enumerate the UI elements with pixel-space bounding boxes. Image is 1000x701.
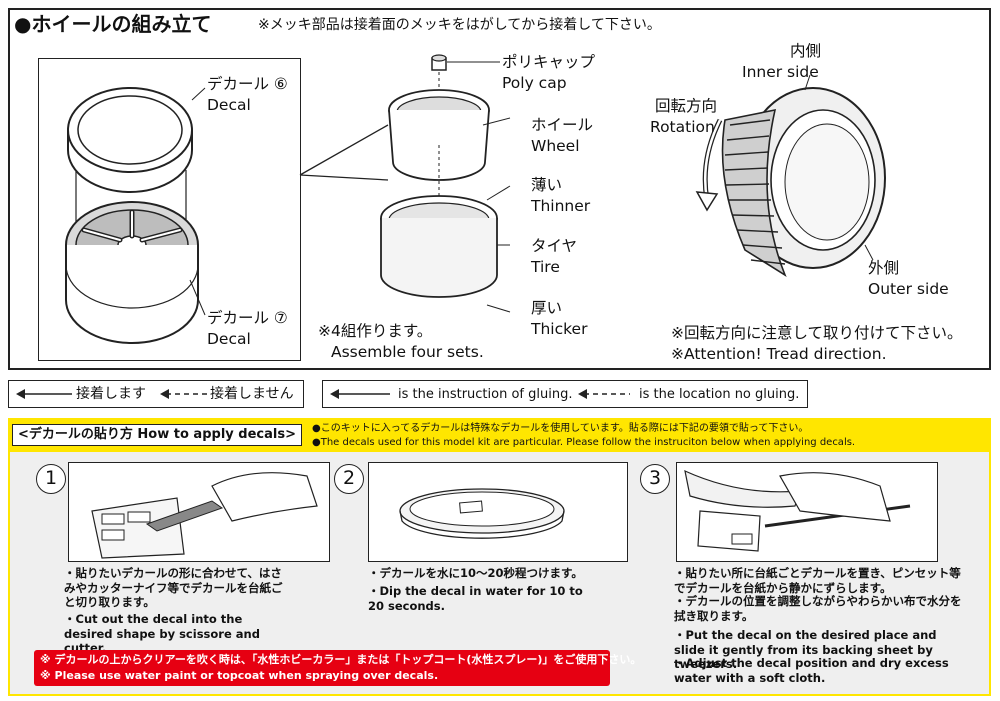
plating-note: ※メッキ部品は接着面のメッキをはがしてから接着して下さい。 <box>258 17 661 33</box>
sets-note-en: Assemble four sets. <box>331 343 484 361</box>
legend-jp-box <box>8 380 304 408</box>
thinner-label-en: Thinner <box>531 197 591 215</box>
inner-side-label-en: Inner side <box>742 63 819 81</box>
tire-label-jp: タイヤ <box>531 237 578 255</box>
legend-glue-en: is the instruction of gluing. <box>398 387 573 402</box>
rotation-label-jp: 回転方向 <box>655 97 718 115</box>
tire-tread-illustration <box>695 74 886 277</box>
spray-warning-box <box>34 650 610 686</box>
noglue-arrow-icon-en <box>578 389 630 399</box>
attention-note-jp: ※回転方向に注意して取り付けて下さい。 <box>671 324 963 342</box>
wheel-label-en: Wheel <box>531 137 580 155</box>
glue-arrow-icon-en <box>330 389 390 399</box>
step3-text-en1: ・Put the decal on the desired place and … <box>674 628 937 671</box>
wheel-rim-illustration <box>65 87 206 344</box>
legend-noglue-jp: 接着しません <box>210 386 294 402</box>
glue-arrow-icon <box>16 389 72 399</box>
step2-number: 2 <box>334 464 364 494</box>
wheel-tire-exploded-illustration <box>380 54 511 313</box>
polycap-label-en: Poly cap <box>502 74 567 92</box>
step3-text-jp1: ・貼りたい所に台紙ごとデカールを置き、ピンセット等でデカールを台紙から静かにずら… <box>674 566 961 595</box>
callout-lines <box>299 124 389 181</box>
tire-label-en: Tire <box>531 258 560 276</box>
noglue-arrow-icon <box>160 389 208 399</box>
decal-note-en: ●The decals used for this model kit are … <box>312 437 856 448</box>
decal7-label-jp: デカール ⑦ <box>207 309 288 327</box>
cutting-decal-illustration <box>91 472 318 559</box>
step2-text-jp: ・デカールを水に10～20秒程つけます。 <box>368 566 583 580</box>
attention-note-en: ※Attention! Tread direction. <box>671 345 887 363</box>
decal7-label-en: Decal <box>207 330 251 348</box>
step2-text-en: ・Dip the decal in water for 10 to 20 sec… <box>368 584 583 613</box>
outer-side-label-jp: 外側 <box>868 259 900 277</box>
step1-text-jp: ・貼りたいデカールの形に合わせて、はさみやカッターナイフ等でデカールを台紙ごと切… <box>64 566 283 609</box>
step3-text-en2: ・Adjust the decal position and dry exces… <box>674 656 949 685</box>
decal-header: <デカールの貼り方 How to apply decals> <box>18 427 296 442</box>
legend-glue-jp: 接着します <box>76 386 146 402</box>
wheel-label-jp: ホイール <box>531 116 594 134</box>
wheel-assembly-panel <box>8 8 991 370</box>
inner-side-label-jp: 内側 <box>790 42 822 60</box>
sets-note-jp: ※4組作ります。 <box>318 322 433 340</box>
outer-side-label-en: Outer side <box>868 280 949 298</box>
section-title: ●ホイールの組み立て <box>14 12 212 36</box>
step1-text-en: ・Cut out the decal into the desired shap… <box>64 612 260 655</box>
step3-number: 3 <box>640 464 670 494</box>
applying-decal-illustration <box>684 469 911 552</box>
wheel-detail-box <box>38 58 301 361</box>
spray-warning-jp: ※ デカールの上からクリアーを吹く時は、「水性ホビーカラー」または「トップコート… <box>40 653 642 666</box>
thinner-label-jp: 薄い <box>531 176 563 194</box>
decal6-label-jp: デカール ⑥ <box>207 75 288 93</box>
legend-noglue-en: is the location no gluing. <box>639 387 800 402</box>
spray-warning-en: ※ Please use water paint or topcoat when… <box>40 669 439 682</box>
decal-note-jp: ●このキットに入ってるデカールは特殊なデカールを使用しています。貼る際には下記の… <box>312 423 809 434</box>
rotation-label-en: Rotation <box>650 118 715 136</box>
decal6-label-en: Decal <box>207 96 251 114</box>
polycap-label-jp: ポリキャップ <box>502 53 596 71</box>
decal-header-label-box <box>12 424 302 446</box>
thicker-label-jp: 厚い <box>531 299 563 317</box>
step1-number: 1 <box>36 464 66 494</box>
water-dish-illustration <box>399 488 565 539</box>
thicker-label-en: Thicker <box>531 320 588 338</box>
legend-en-box <box>322 380 808 408</box>
step3-text-jp2: ・デカールの位置を調整しながらやわらかい布で水分を拭き取ります。 <box>674 594 962 623</box>
